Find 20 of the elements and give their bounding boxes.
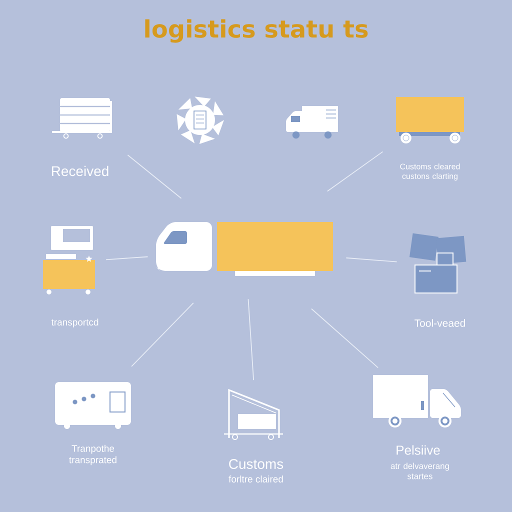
connector-line [106,256,148,260]
connector-line [326,151,384,192]
status-label: Received [52,166,108,176]
connector-line [346,257,398,262]
recycle-icon [176,96,224,144]
title: logistics statu ts [145,19,368,43]
label-heading: Customs [229,459,284,469]
status-label: atr delvaverang startes [390,462,449,480]
truck-drawing [156,222,333,276]
van-icon [286,106,338,139]
status-label: Tool-veaed [414,319,465,327]
label-heading: Pelsiive [396,445,440,455]
status-label: Customs cleared custons clarting [400,163,460,181]
connector-line [248,298,254,381]
connector-line [311,308,379,368]
status-label: forltre claired [228,476,283,482]
connector-line [131,302,194,367]
status-label: transportcd [51,318,98,328]
status-label: Tranpothe transprated [69,444,116,466]
connector-line [127,154,182,199]
